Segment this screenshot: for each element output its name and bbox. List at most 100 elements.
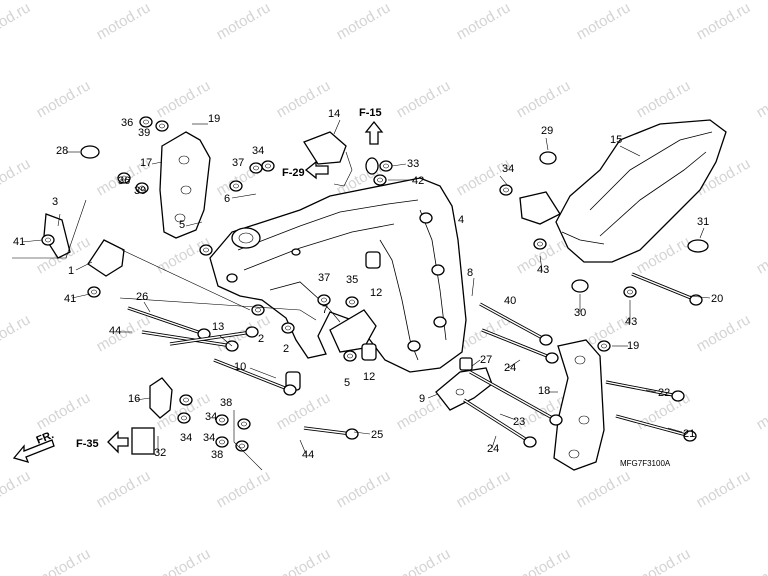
watermark-text: motod.ru bbox=[0, 467, 33, 511]
leader-line bbox=[299, 439, 307, 455]
callout-6: 6 bbox=[224, 193, 230, 205]
callout-10: 10 bbox=[234, 361, 246, 373]
leader-line bbox=[491, 435, 497, 449]
nut bbox=[117, 172, 131, 184]
leader-line bbox=[499, 413, 517, 421]
watermark-text: motod.ru bbox=[514, 545, 574, 576]
leader-line bbox=[539, 255, 543, 271]
callout-37: 37 bbox=[318, 272, 330, 284]
callout-18: 18 bbox=[538, 385, 550, 397]
callout-2: 2 bbox=[283, 343, 289, 355]
bolt bbox=[479, 302, 553, 346]
leader-line bbox=[57, 213, 61, 227]
callout-2: 2 bbox=[258, 333, 264, 345]
watermark-text: motod.ru bbox=[394, 545, 454, 576]
callout-1: 1 bbox=[68, 265, 74, 277]
callout-39: 39 bbox=[138, 127, 150, 139]
leader-line bbox=[619, 145, 641, 157]
leader-line bbox=[545, 137, 549, 151]
watermark-text: motod.ru bbox=[274, 545, 334, 576]
nut bbox=[261, 160, 275, 172]
bracket-14 bbox=[303, 131, 353, 187]
callout-31: 31 bbox=[697, 216, 709, 228]
bolt bbox=[631, 272, 703, 306]
watermark-text: motod.ru bbox=[754, 77, 768, 121]
nut bbox=[155, 120, 169, 132]
bolt bbox=[481, 328, 559, 364]
callout-15: 15 bbox=[610, 134, 622, 146]
callout-36: 36 bbox=[118, 175, 130, 187]
callout-29: 29 bbox=[541, 125, 553, 137]
leader-line bbox=[135, 397, 151, 401]
nut bbox=[345, 296, 359, 308]
nut bbox=[499, 184, 513, 196]
watermark-text: motod.ru bbox=[754, 233, 768, 277]
watermark-text: motod.ru bbox=[574, 0, 634, 43]
watermark-text: motod.ru bbox=[154, 77, 214, 121]
callout-41: 41 bbox=[13, 236, 25, 248]
callout-40: 40 bbox=[504, 295, 516, 307]
watermark-text: motod.ru bbox=[454, 467, 514, 511]
callout-34: 34 bbox=[502, 163, 514, 175]
group-outlines bbox=[12, 199, 317, 471]
callout-28: 28 bbox=[56, 145, 68, 157]
callout-21: 21 bbox=[683, 428, 695, 440]
watermark-text: motod.ru bbox=[334, 0, 394, 43]
watermark-text: motod.ru bbox=[754, 389, 768, 433]
callout-34: 34 bbox=[203, 432, 215, 444]
nut bbox=[41, 234, 55, 246]
bolt bbox=[127, 306, 211, 340]
callout-34: 34 bbox=[180, 432, 192, 444]
callout-13: 13 bbox=[212, 321, 224, 333]
watermark-text: motod.ru bbox=[394, 77, 454, 121]
bolts bbox=[127, 272, 703, 448]
callout-12: 12 bbox=[370, 287, 382, 299]
watermark-text: motod.ru bbox=[154, 545, 214, 576]
watermark-text: motod.ru bbox=[274, 77, 334, 121]
nut bbox=[281, 322, 295, 334]
watermark-text: motod.ru bbox=[94, 0, 154, 43]
clamps bbox=[80, 145, 709, 293]
ref-f29-arrow: F-29 bbox=[282, 160, 329, 180]
watermark-text: motod.ru bbox=[274, 389, 334, 433]
watermark-text: motod.ru bbox=[694, 467, 754, 511]
watermark-text: motod.ru bbox=[94, 467, 154, 511]
callout-19: 19 bbox=[627, 340, 639, 352]
nut bbox=[623, 286, 637, 298]
leader-line bbox=[333, 119, 341, 135]
bolt bbox=[303, 426, 359, 440]
callout-39: 39 bbox=[134, 185, 146, 197]
nut bbox=[343, 350, 357, 362]
leader-line bbox=[507, 359, 521, 369]
nut bbox=[379, 160, 393, 172]
leader-line bbox=[21, 239, 43, 243]
leader-line bbox=[499, 175, 509, 187]
callout-34: 34 bbox=[252, 145, 264, 157]
callout-22: 22 bbox=[658, 387, 670, 399]
callout-5: 5 bbox=[179, 219, 185, 231]
callout-34: 34 bbox=[205, 411, 217, 423]
watermark-text: motod.ru bbox=[0, 155, 33, 199]
watermark-text: motod.ru bbox=[214, 0, 274, 43]
svg-text:F-29: F-29 bbox=[282, 167, 305, 179]
nut bbox=[251, 304, 265, 316]
bracket-16 bbox=[149, 377, 173, 419]
watermark-text: motod.ru bbox=[694, 311, 754, 355]
bolt bbox=[469, 370, 563, 426]
nut bbox=[179, 394, 193, 406]
nuts bbox=[41, 116, 637, 452]
bracket-1 bbox=[87, 239, 125, 277]
callout-23: 23 bbox=[513, 416, 525, 428]
callout-26: 26 bbox=[136, 291, 148, 303]
callout-44: 44 bbox=[302, 449, 314, 461]
nut bbox=[215, 436, 229, 448]
leader-line bbox=[249, 367, 277, 379]
bolt bbox=[615, 414, 697, 442]
watermark-text: motod.ru bbox=[694, 0, 754, 43]
nut bbox=[249, 162, 263, 174]
ref-f15-arrow: F-15 bbox=[359, 107, 384, 145]
watermark-text: motod.ru bbox=[634, 545, 694, 576]
bolt bbox=[463, 398, 537, 448]
callout-38: 38 bbox=[220, 397, 232, 409]
nut bbox=[139, 116, 153, 128]
